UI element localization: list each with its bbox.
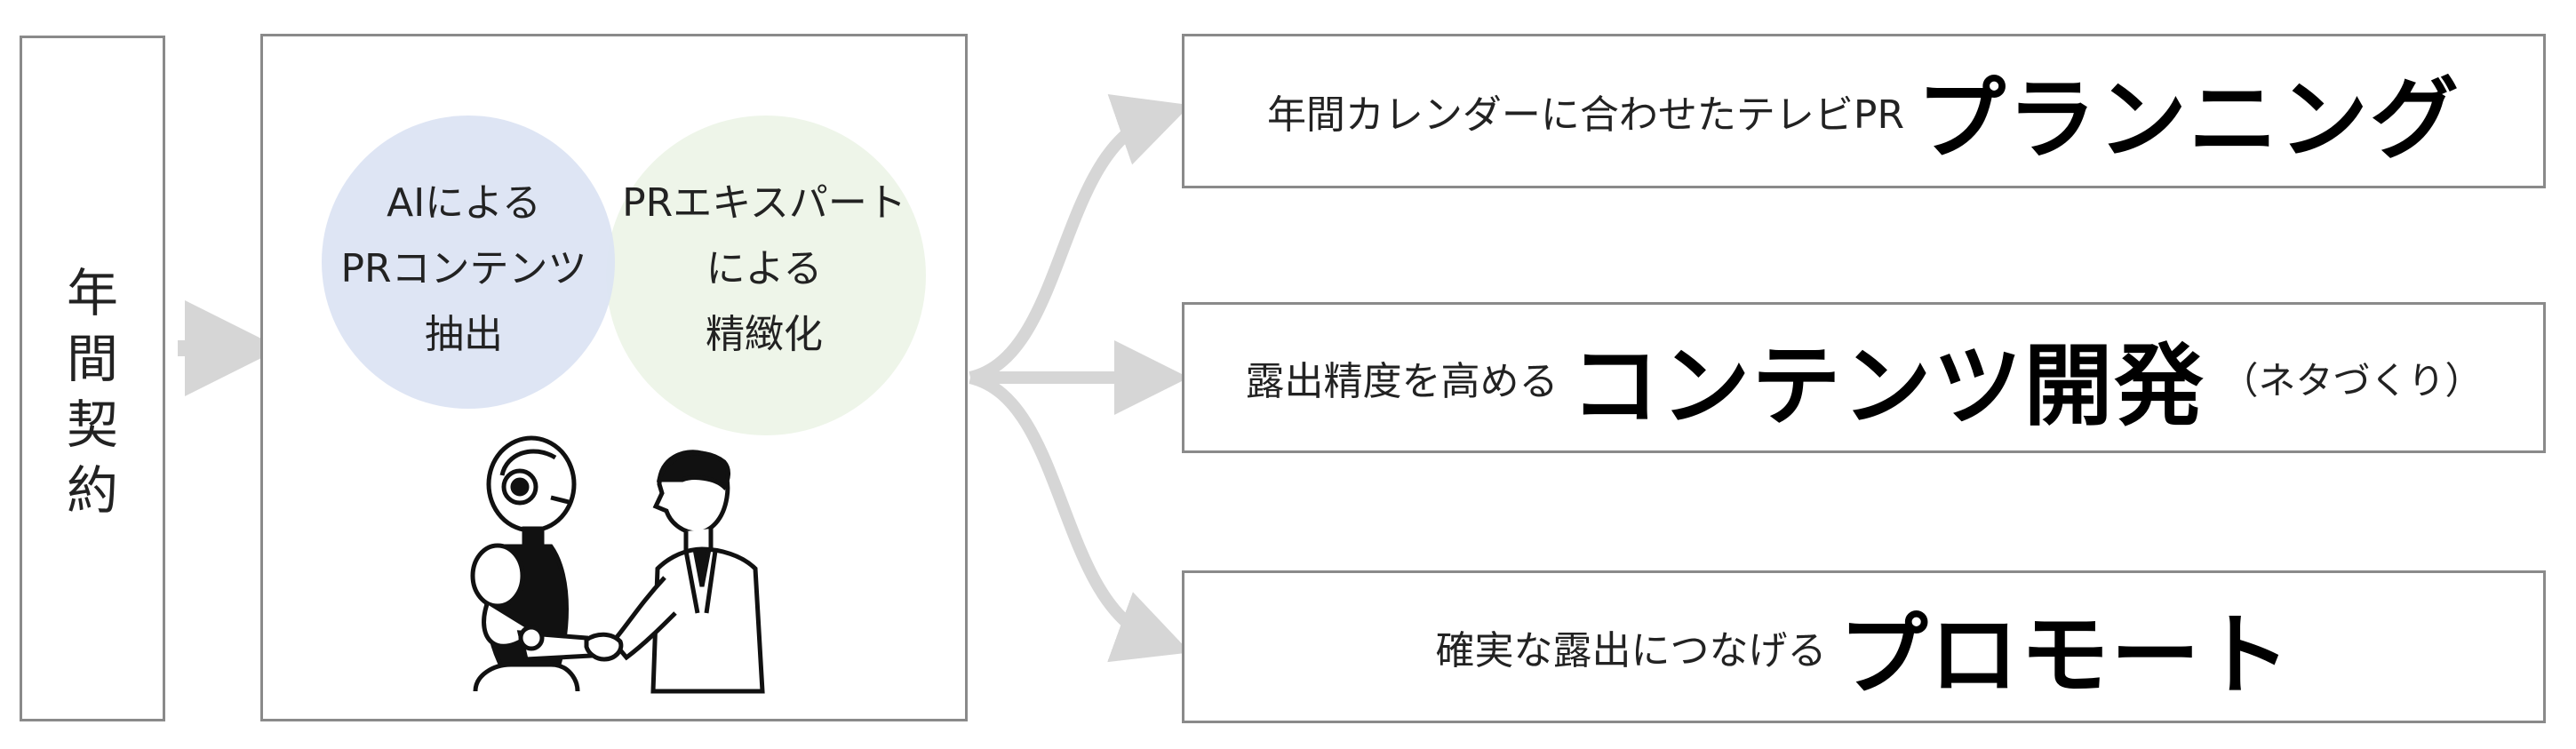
outcome-promote-box: 確実な露出につなげる プロモート <box>1182 570 2546 723</box>
ai-circle <box>322 116 615 409</box>
outcome-lead: 確実な露出につなげる <box>1435 628 1827 673</box>
pr-expert-circle-text: PRエキスパート による 精緻化 <box>622 180 906 357</box>
annual-contract-box: 年 間 契 約 <box>20 36 165 721</box>
branch-arrow-top <box>969 94 1191 384</box>
annual-contract-label: 年 間 契 約 <box>66 263 118 521</box>
outcome-suffix: （ネタづくり） <box>2221 358 2483 402</box>
outcome-title: コンテンツ開発 <box>1570 333 2205 438</box>
outcome-lead: 年間カレンダーに合わせたテレビPR <box>1266 92 1905 138</box>
robot-icon <box>470 435 594 692</box>
outcome-title: プランニング <box>1917 67 2461 171</box>
ai-circle-text: AIによる PRコンテンツ 抽出 <box>340 180 587 357</box>
outcome-title: プロモート <box>1838 602 2293 707</box>
outcome-planning-box: 年間カレンダーに合わせたテレビPR プランニング <box>1182 34 2546 188</box>
pr-expert-circle <box>606 116 926 435</box>
outcome-content-box: 露出精度を高める コンテンツ開発 （ネタづくり） <box>1182 302 2546 453</box>
businessman-icon <box>584 450 765 694</box>
branch-arrow-bottom <box>969 371 1191 663</box>
outcome-lead: 露出精度を高める <box>1245 359 1559 404</box>
